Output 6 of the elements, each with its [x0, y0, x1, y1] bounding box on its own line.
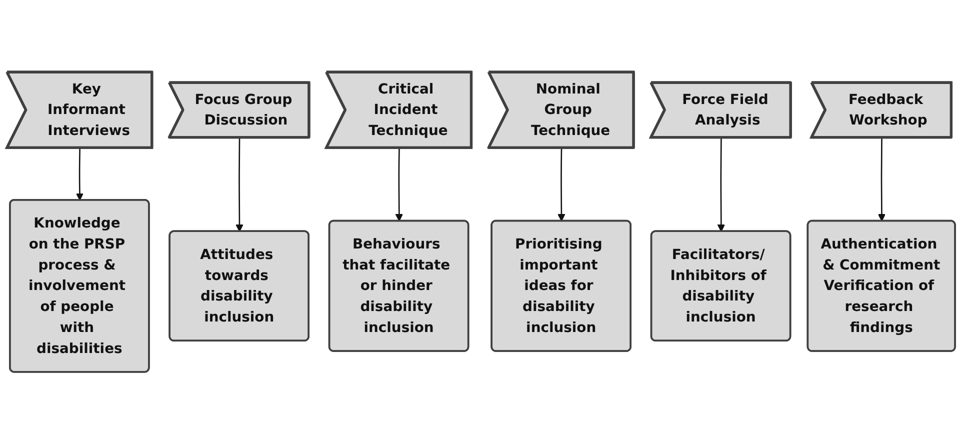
- arrow: [236, 138, 244, 232]
- arrow: [76, 148, 84, 201]
- arrow: [395, 148, 403, 222]
- arrow: [558, 148, 566, 222]
- arrow: [717, 138, 725, 232]
- arrow: [878, 138, 886, 222]
